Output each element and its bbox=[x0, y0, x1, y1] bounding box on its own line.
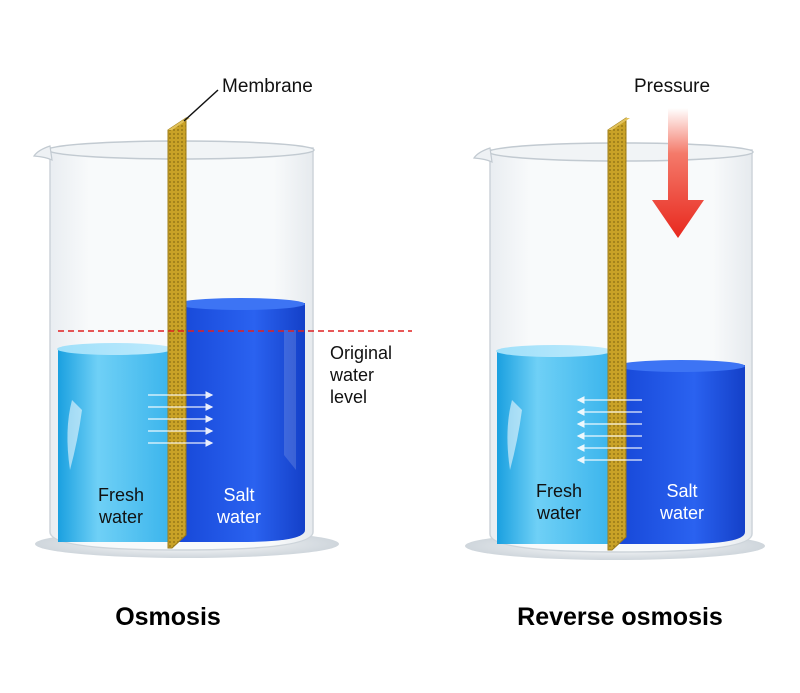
original-level-label-line1: Original bbox=[330, 343, 392, 363]
reverse-osmosis-beaker bbox=[465, 108, 765, 560]
membrane-leader bbox=[183, 89, 219, 122]
fresh-water-surface bbox=[57, 343, 173, 355]
salt-water bbox=[618, 365, 745, 544]
osmosis-beaker bbox=[32, 89, 412, 558]
fresh-water bbox=[58, 348, 172, 542]
osmosis-title: Osmosis bbox=[115, 603, 221, 631]
salt-water-label-line2: water bbox=[659, 503, 704, 523]
glass-highlight-right bbox=[284, 330, 296, 470]
salt-water-label-line2: water bbox=[216, 507, 261, 527]
salt-water-surface bbox=[617, 360, 745, 372]
fresh-water-label-line2: water bbox=[98, 507, 143, 527]
pressure-arrow-icon bbox=[652, 108, 704, 238]
original-level-label-line2: water bbox=[329, 365, 374, 385]
pressure-label: Pressure bbox=[634, 76, 710, 97]
fresh-water-label-line1: Fresh bbox=[98, 485, 144, 505]
salt-water bbox=[178, 303, 305, 542]
glass-highlight bbox=[67, 400, 82, 470]
original-level-label-line3: level bbox=[330, 387, 367, 407]
salt-water-label-line1: Salt bbox=[223, 485, 254, 505]
membrane-label: Membrane bbox=[222, 76, 313, 97]
fresh-water-surface bbox=[496, 345, 612, 357]
fresh-water-label-line1: Fresh bbox=[536, 481, 582, 501]
salt-water-surface bbox=[177, 298, 305, 310]
salt-water-label-line1: Salt bbox=[666, 481, 697, 501]
beaker-spout bbox=[32, 145, 53, 162]
flow-arrows-reverse bbox=[576, 396, 642, 464]
fresh-water-label-line2: water bbox=[536, 503, 581, 523]
glass-highlight bbox=[507, 400, 522, 470]
flow-arrows-osmosis bbox=[148, 391, 214, 447]
membrane bbox=[607, 117, 627, 551]
beaker-spout bbox=[472, 147, 493, 164]
reverse-osmosis-title: Reverse osmosis bbox=[517, 603, 723, 631]
membrane bbox=[167, 117, 187, 549]
